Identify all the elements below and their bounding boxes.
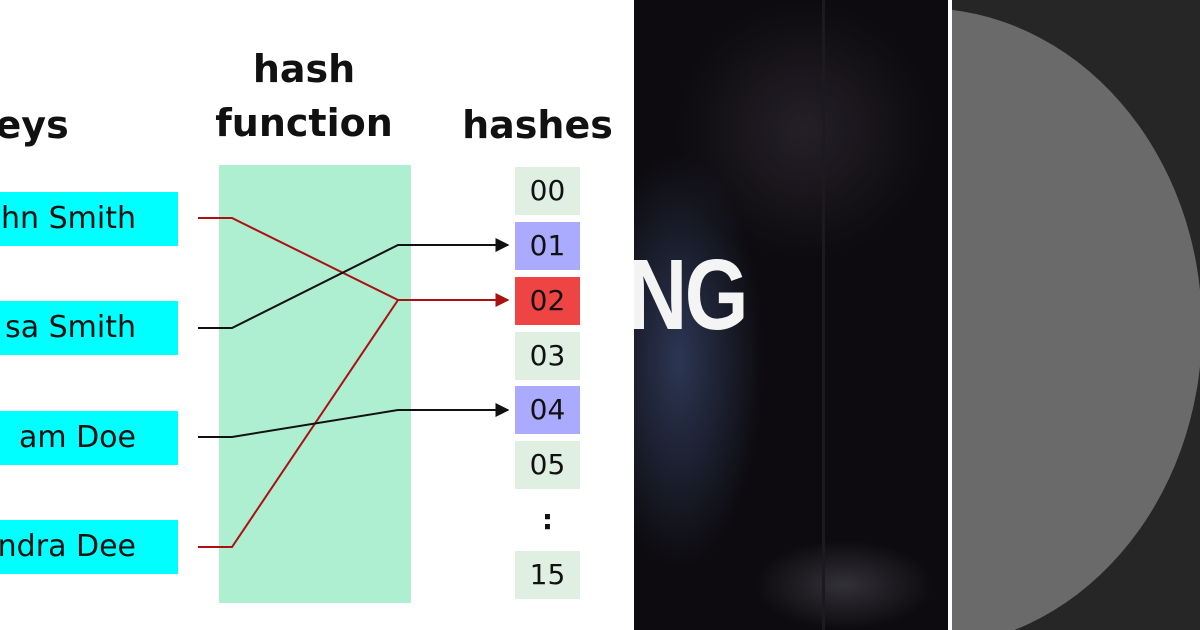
hash-ellipsis: : <box>541 503 554 536</box>
hash-table-diagram: keys hash function hashes hn Smith sa Sm… <box>0 42 613 603</box>
mapping-wires <box>198 217 510 548</box>
hash-cell-collision: 02 <box>515 277 580 325</box>
key-box: hn Smith <box>0 192 178 246</box>
hash-cell: 05 <box>515 441 580 489</box>
wire-key4-to-02 <box>198 299 399 548</box>
hash-function-heading-line1: hash <box>252 47 356 91</box>
panel-divider <box>948 0 952 630</box>
hashes-heading: hashes <box>462 103 613 147</box>
overlay-text: NG <box>634 239 749 351</box>
hash-cell: 15 <box>515 551 580 599</box>
hash-function-box <box>219 165 411 603</box>
right-panel <box>952 0 1200 630</box>
hash-function-heading-line2: function <box>215 101 393 145</box>
grey-disc-shape <box>952 8 1200 630</box>
key-box: ndra Dee <box>0 520 178 574</box>
hash-cell: 00 <box>515 167 580 215</box>
hash-cell: 01 <box>515 222 580 270</box>
monitor-edge <box>822 0 825 630</box>
photo-keyboard-glow <box>754 540 934 630</box>
key-box: am Doe <box>0 411 178 465</box>
hash-function-heading: hash function <box>204 42 404 150</box>
hash-cell: 03 <box>515 332 580 380</box>
wire-key3-to-04 <box>198 403 510 438</box>
hash-cell: 04 <box>515 386 580 434</box>
photo-panel: NG <box>634 0 948 630</box>
keys-heading: keys <box>0 103 69 147</box>
wire-key2-to-01 <box>198 238 510 329</box>
key-box: sa Smith <box>0 301 178 355</box>
photo-screen-glow <box>634 150 764 570</box>
